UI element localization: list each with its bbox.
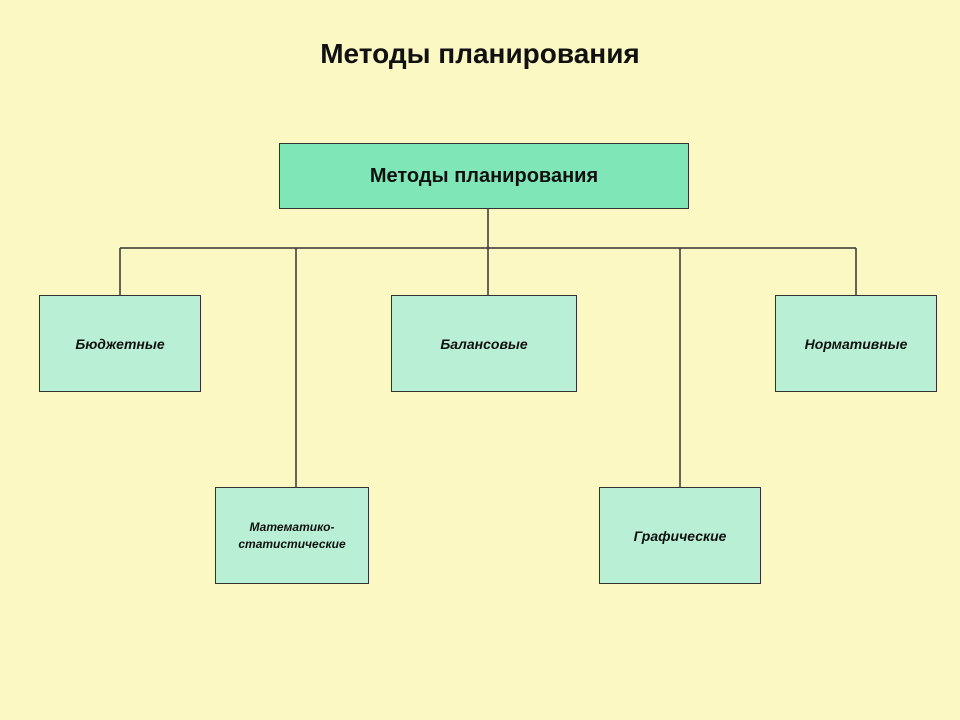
node-balance-label: Балансовые — [440, 335, 528, 352]
node-budget-label: Бюджетные — [75, 335, 165, 352]
node-graphic: Графические — [599, 487, 761, 584]
root-node-label: Методы планирования — [369, 164, 599, 187]
node-normative: Нормативные — [775, 295, 937, 392]
node-normative-label: Нормативные — [804, 335, 908, 352]
node-budget: Бюджетные — [39, 295, 201, 392]
node-balance: Балансовые — [391, 295, 577, 392]
root-node: Методы планирования — [279, 143, 689, 209]
node-math-stat-label: Математико- статистические — [238, 519, 346, 551]
node-graphic-label: Графические — [633, 527, 727, 544]
node-math-stat: Математико- статистические — [215, 487, 369, 584]
slide-title: Методы планирования — [320, 38, 640, 69]
